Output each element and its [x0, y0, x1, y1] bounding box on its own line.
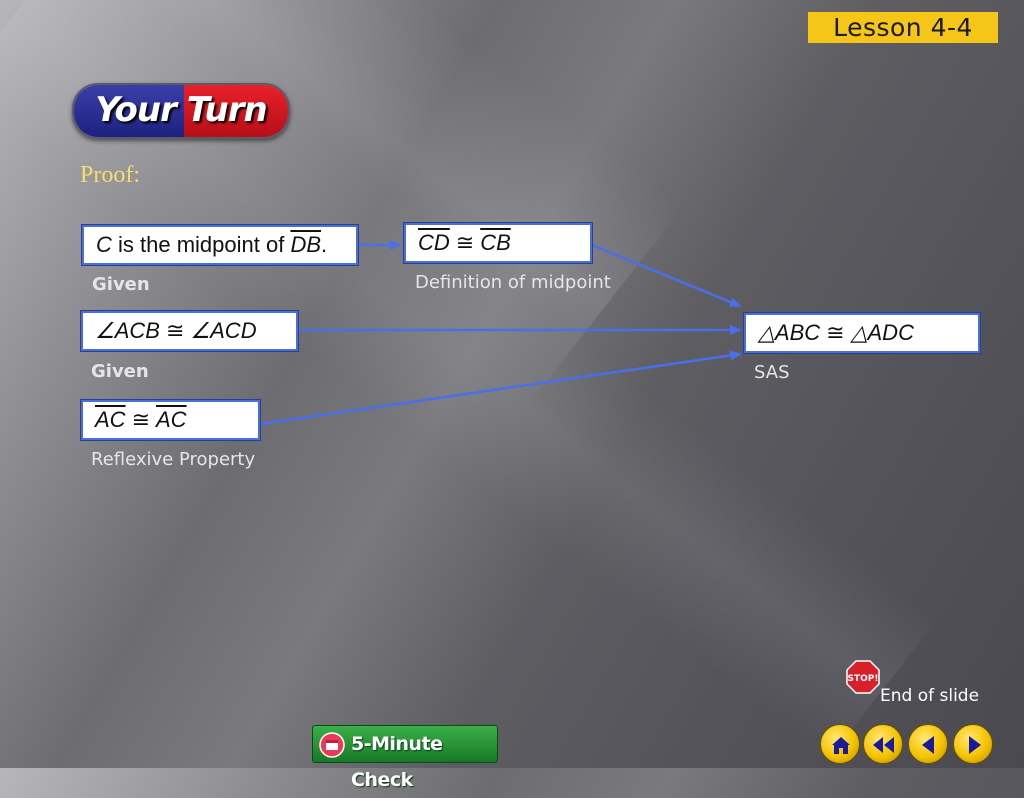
your-turn-banner: Your Turn: [72, 83, 290, 139]
congruent-symbol: ≅: [131, 407, 150, 432]
stop-sign-text: STOP!: [848, 674, 879, 684]
lesson-badge: Lesson 4-4: [808, 12, 998, 43]
statement-midpoint: C is the midpoint of DB .: [82, 225, 358, 265]
statement-triangles: △ABC ≅ △ADC: [744, 313, 980, 353]
segment-cd: CD: [418, 230, 450, 255]
arrow-ac-ac-to-sas: [259, 350, 742, 426]
rewind-button[interactable]: [863, 724, 903, 764]
next-icon: [969, 736, 981, 754]
congruent-symbol: ≅: [826, 320, 845, 345]
statement-angles: ∠ACB ≅ ∠ACD: [81, 311, 298, 351]
reason-sas: SAS: [754, 362, 790, 383]
angle-acb: ∠ACB: [95, 318, 160, 343]
statement-cd-cb: CD ≅ CB: [404, 223, 592, 263]
next-button[interactable]: [953, 724, 993, 764]
segment-db: DB: [290, 232, 321, 257]
congruent-symbol: ≅: [165, 318, 185, 343]
arrow-cd-cb-to-sas: [591, 243, 742, 308]
your-turn-label: Your Turn: [95, 90, 267, 130]
five-minute-check-button[interactable]: 5-Minute Check: [312, 725, 498, 791]
end-of-slide-label: End of slide: [880, 686, 980, 706]
reason-given-1: Given: [92, 274, 150, 295]
previous-icon: [922, 736, 934, 754]
reason-given-2: Given: [91, 361, 149, 382]
rewind-icon: [873, 737, 894, 753]
period: .: [321, 232, 328, 257]
triangle-adc: △ADC: [850, 320, 914, 345]
var-c: C: [96, 232, 112, 257]
calendar-icon: [319, 732, 345, 758]
home-button[interactable]: [820, 724, 860, 764]
segment-ac-right: AC: [156, 407, 187, 432]
angle-acd: ∠ACD: [190, 318, 257, 343]
triangle-abc: △ABC: [758, 320, 821, 345]
segment-cb: CB: [480, 230, 511, 255]
statement-ac-ac: AC ≅ AC: [81, 400, 260, 440]
reason-reflexive: Reflexive Property: [91, 449, 256, 470]
previous-button[interactable]: [908, 724, 948, 764]
home-icon: [832, 737, 850, 754]
congruent-symbol: ≅: [455, 230, 475, 255]
proof-label: Proof:: [80, 162, 140, 188]
segment-ac-left: AC: [95, 407, 126, 432]
flow-arrows: [259, 240, 742, 426]
stop-sign-icon: STOP!: [846, 660, 880, 694]
five-minute-check-label: 5-Minute Check: [351, 733, 443, 791]
midpoint-text: is the midpoint of: [111, 232, 291, 257]
reason-midpoint-definition: Definition of midpoint: [415, 272, 611, 293]
